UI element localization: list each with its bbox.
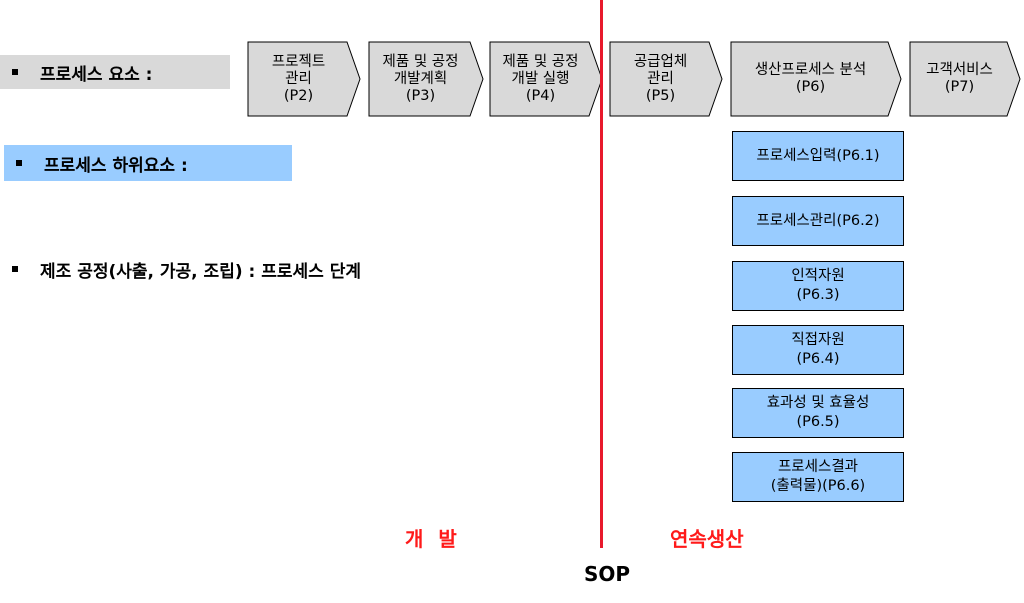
process-step-line: 개발 실행 <box>511 70 570 87</box>
legend-process-sub-elements-label: 프로세스 하위요소 : <box>44 155 188 176</box>
bullet-icon <box>12 69 18 75</box>
process-step-line: 생산프로세스 분석 <box>754 62 867 78</box>
legend-process-sub-elements: 프로세스 하위요소 : <box>4 145 292 181</box>
process-step-line: 관리 <box>647 70 674 87</box>
legend-process-elements-label: 프로세스 요소 : <box>40 64 153 85</box>
sub-element-line: 프로세스입력(P6.1) <box>756 147 880 164</box>
process-step-line: (P7) <box>944 79 975 95</box>
process-step-arrow <box>609 41 723 117</box>
process-step-line: 고객서비스 <box>926 62 993 78</box>
process-step-line: (P3) <box>405 87 436 104</box>
sub-element-line: 프로세스결과 <box>777 459 859 475</box>
process-step-line: (P2) <box>283 87 314 104</box>
phase-development-label: 개 발 <box>405 527 461 551</box>
sub-element-line: 인적자원 <box>791 268 845 284</box>
sub-element-box: 프로세스입력(P6.1) <box>732 131 904 181</box>
process-step-arrow <box>730 41 902 117</box>
legend-manufacturing-stage-label: 제조 공정(사출, 가공, 조립) : 프로세스 단계 <box>40 261 362 282</box>
process-step-arrow <box>909 41 1021 117</box>
sub-element-box: 프로세스관리(P6.2) <box>732 196 904 246</box>
sub-element-box: 직접자원 (P6.4) <box>732 325 904 375</box>
process-step-line: 개발계획 <box>393 70 448 87</box>
sop-label: SOP <box>584 562 631 586</box>
process-step-arrow <box>247 41 361 117</box>
process-step-label: 생산프로세스 분석(P6) <box>731 42 890 116</box>
process-step-line: 제품 및 공정 <box>382 53 459 70</box>
sub-element-line: 프로세스관리(P6.2) <box>756 212 880 229</box>
process-step-line: 공급업체 <box>633 53 688 70</box>
process-step-line: (P6) <box>795 79 826 95</box>
sop-divider-line <box>600 0 603 548</box>
sub-element-box: 효과성 및 효율성 (P6.5) <box>732 388 904 438</box>
legend-manufacturing-stage: 제조 공정(사출, 가공, 조립) : 프로세스 단계 <box>0 252 560 286</box>
sub-element-line: 직접자원 <box>791 332 845 348</box>
process-step-line: 프로젝트 <box>271 53 326 70</box>
sub-element-line: (출력물)(P6.6) <box>770 478 866 494</box>
process-step-label: 고객서비스(P7) <box>910 42 1009 116</box>
process-step-arrow <box>489 41 603 117</box>
bullet-icon <box>12 266 18 272</box>
process-step-line: 관리 <box>285 70 312 87</box>
sub-element-line: 효과성 및 효율성 <box>766 395 870 411</box>
process-step-arrow <box>368 41 484 117</box>
sub-element-box: 프로세스결과 (출력물)(P6.6) <box>732 452 904 502</box>
sub-element-line: (P6.5) <box>796 414 840 430</box>
phase-mass-production-label: 연속생산 <box>670 527 744 551</box>
legend-process-elements: 프로세스 요소 : <box>0 55 230 89</box>
bullet-icon <box>16 160 22 166</box>
sub-element-line: (P6.3) <box>796 287 840 303</box>
process-step-line: 제품 및 공정 <box>502 53 579 70</box>
process-step-line: (P5) <box>645 87 676 104</box>
sub-element-box: 인적자원 (P6.3) <box>732 261 904 311</box>
process-step-line: (P4) <box>525 87 556 104</box>
sub-element-line: (P6.4) <box>796 351 840 367</box>
